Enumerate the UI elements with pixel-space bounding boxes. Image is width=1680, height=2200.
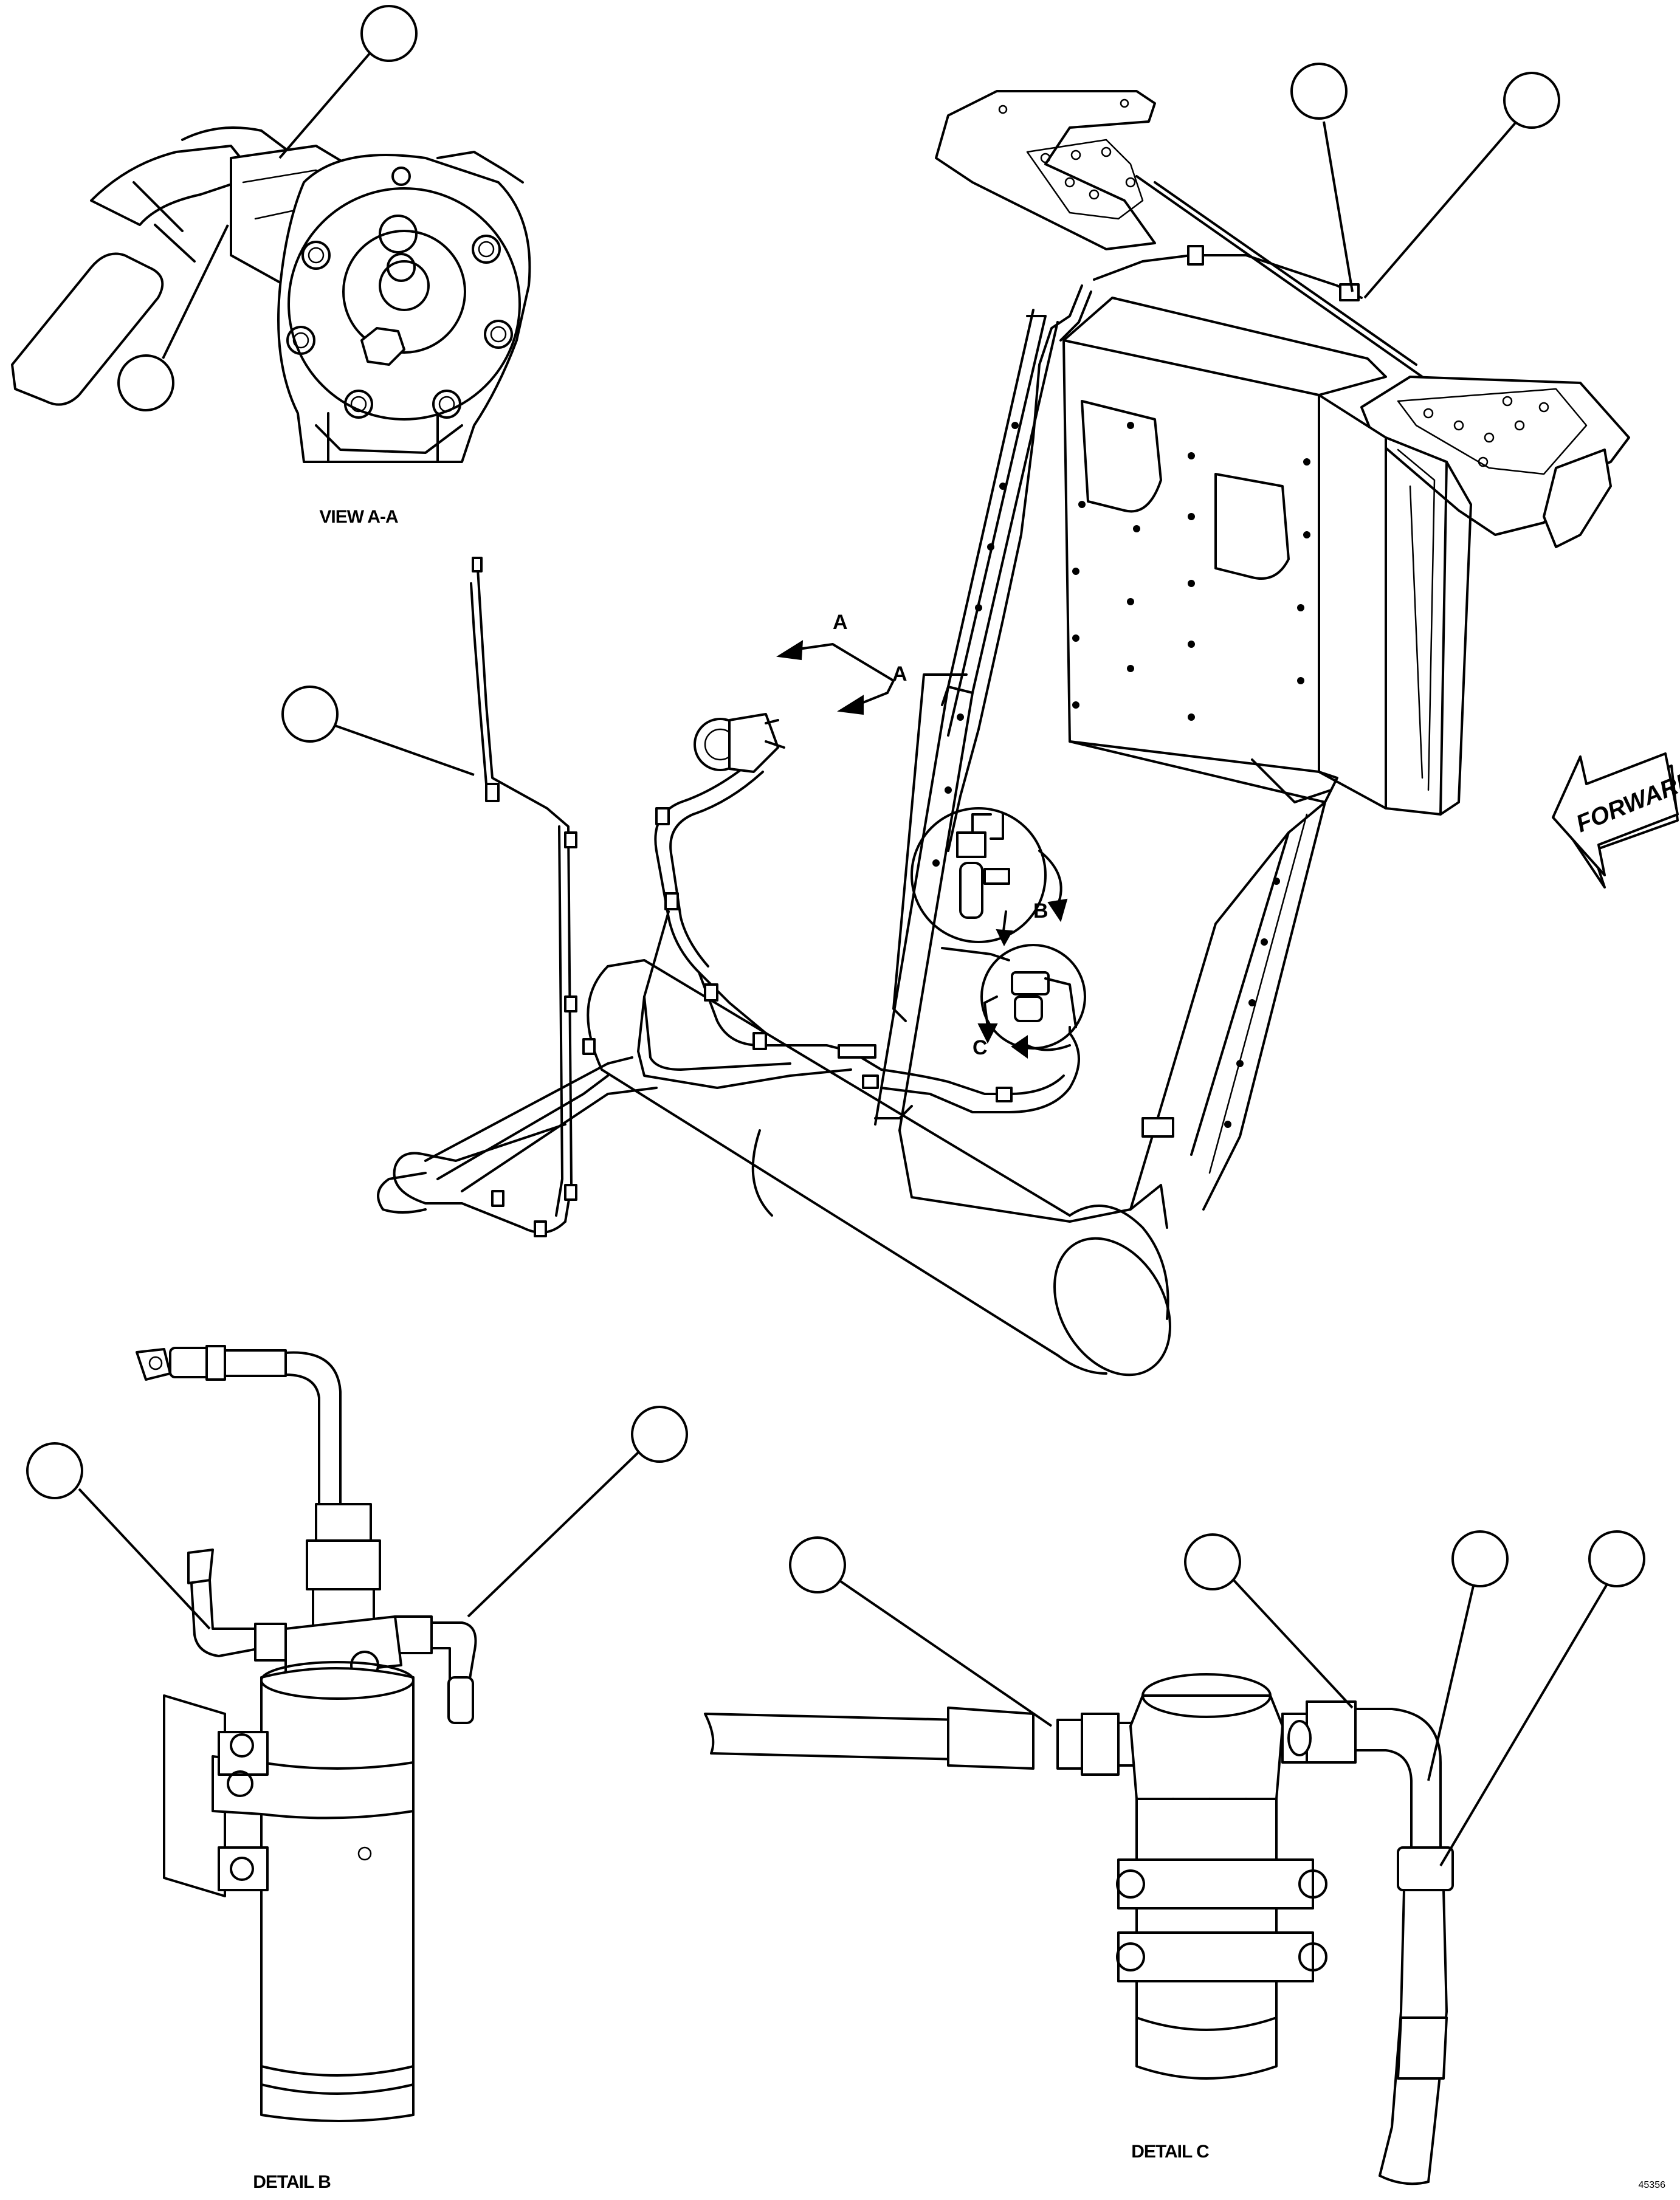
view-aa-caption: VIEW A-A [319,507,398,527]
compressor-small [694,713,785,773]
section-aa-marker: A A [776,611,907,715]
section-a-bottom-letter: A [892,662,907,686]
ac-hose-routing [377,245,1363,1237]
detail-c-letter: C [973,1036,988,1059]
forward-arrow: FORWARD [1552,752,1680,889]
callouts-detail-b [26,1406,688,1630]
figure-number: 45356 [1639,2180,1666,2190]
tank-cylinder [587,959,1171,1377]
detail-b-caption: DETAIL B [253,2172,331,2192]
condenser-rivets [1072,422,1310,721]
callouts-detail-c [789,1530,1645,1867]
detail-b-locator: B [911,807,1068,947]
post-rivets [932,422,1280,1128]
cab-post [874,309,1338,1223]
hose-clips [485,783,1013,1237]
callouts-main [281,63,1560,776]
frame-top-bracket [935,90,1630,548]
view-aa-compressor [11,126,531,463]
condenser-box [1062,297,1472,816]
section-a-top-letter: A [833,611,848,634]
detail-c-locator: C [973,944,1086,1059]
plate-holes [1423,396,1549,467]
bracket-holes [998,98,1136,200]
detail-c-receiver-dryer [704,1673,1454,2185]
detail-b-letter: B [1033,899,1048,923]
callouts-view-aa [117,5,418,411]
compressor-bolts [286,167,513,419]
detail-c-caption: DETAIL C [1131,2142,1209,2162]
detail-b-receiver-dryer [136,1345,477,2122]
